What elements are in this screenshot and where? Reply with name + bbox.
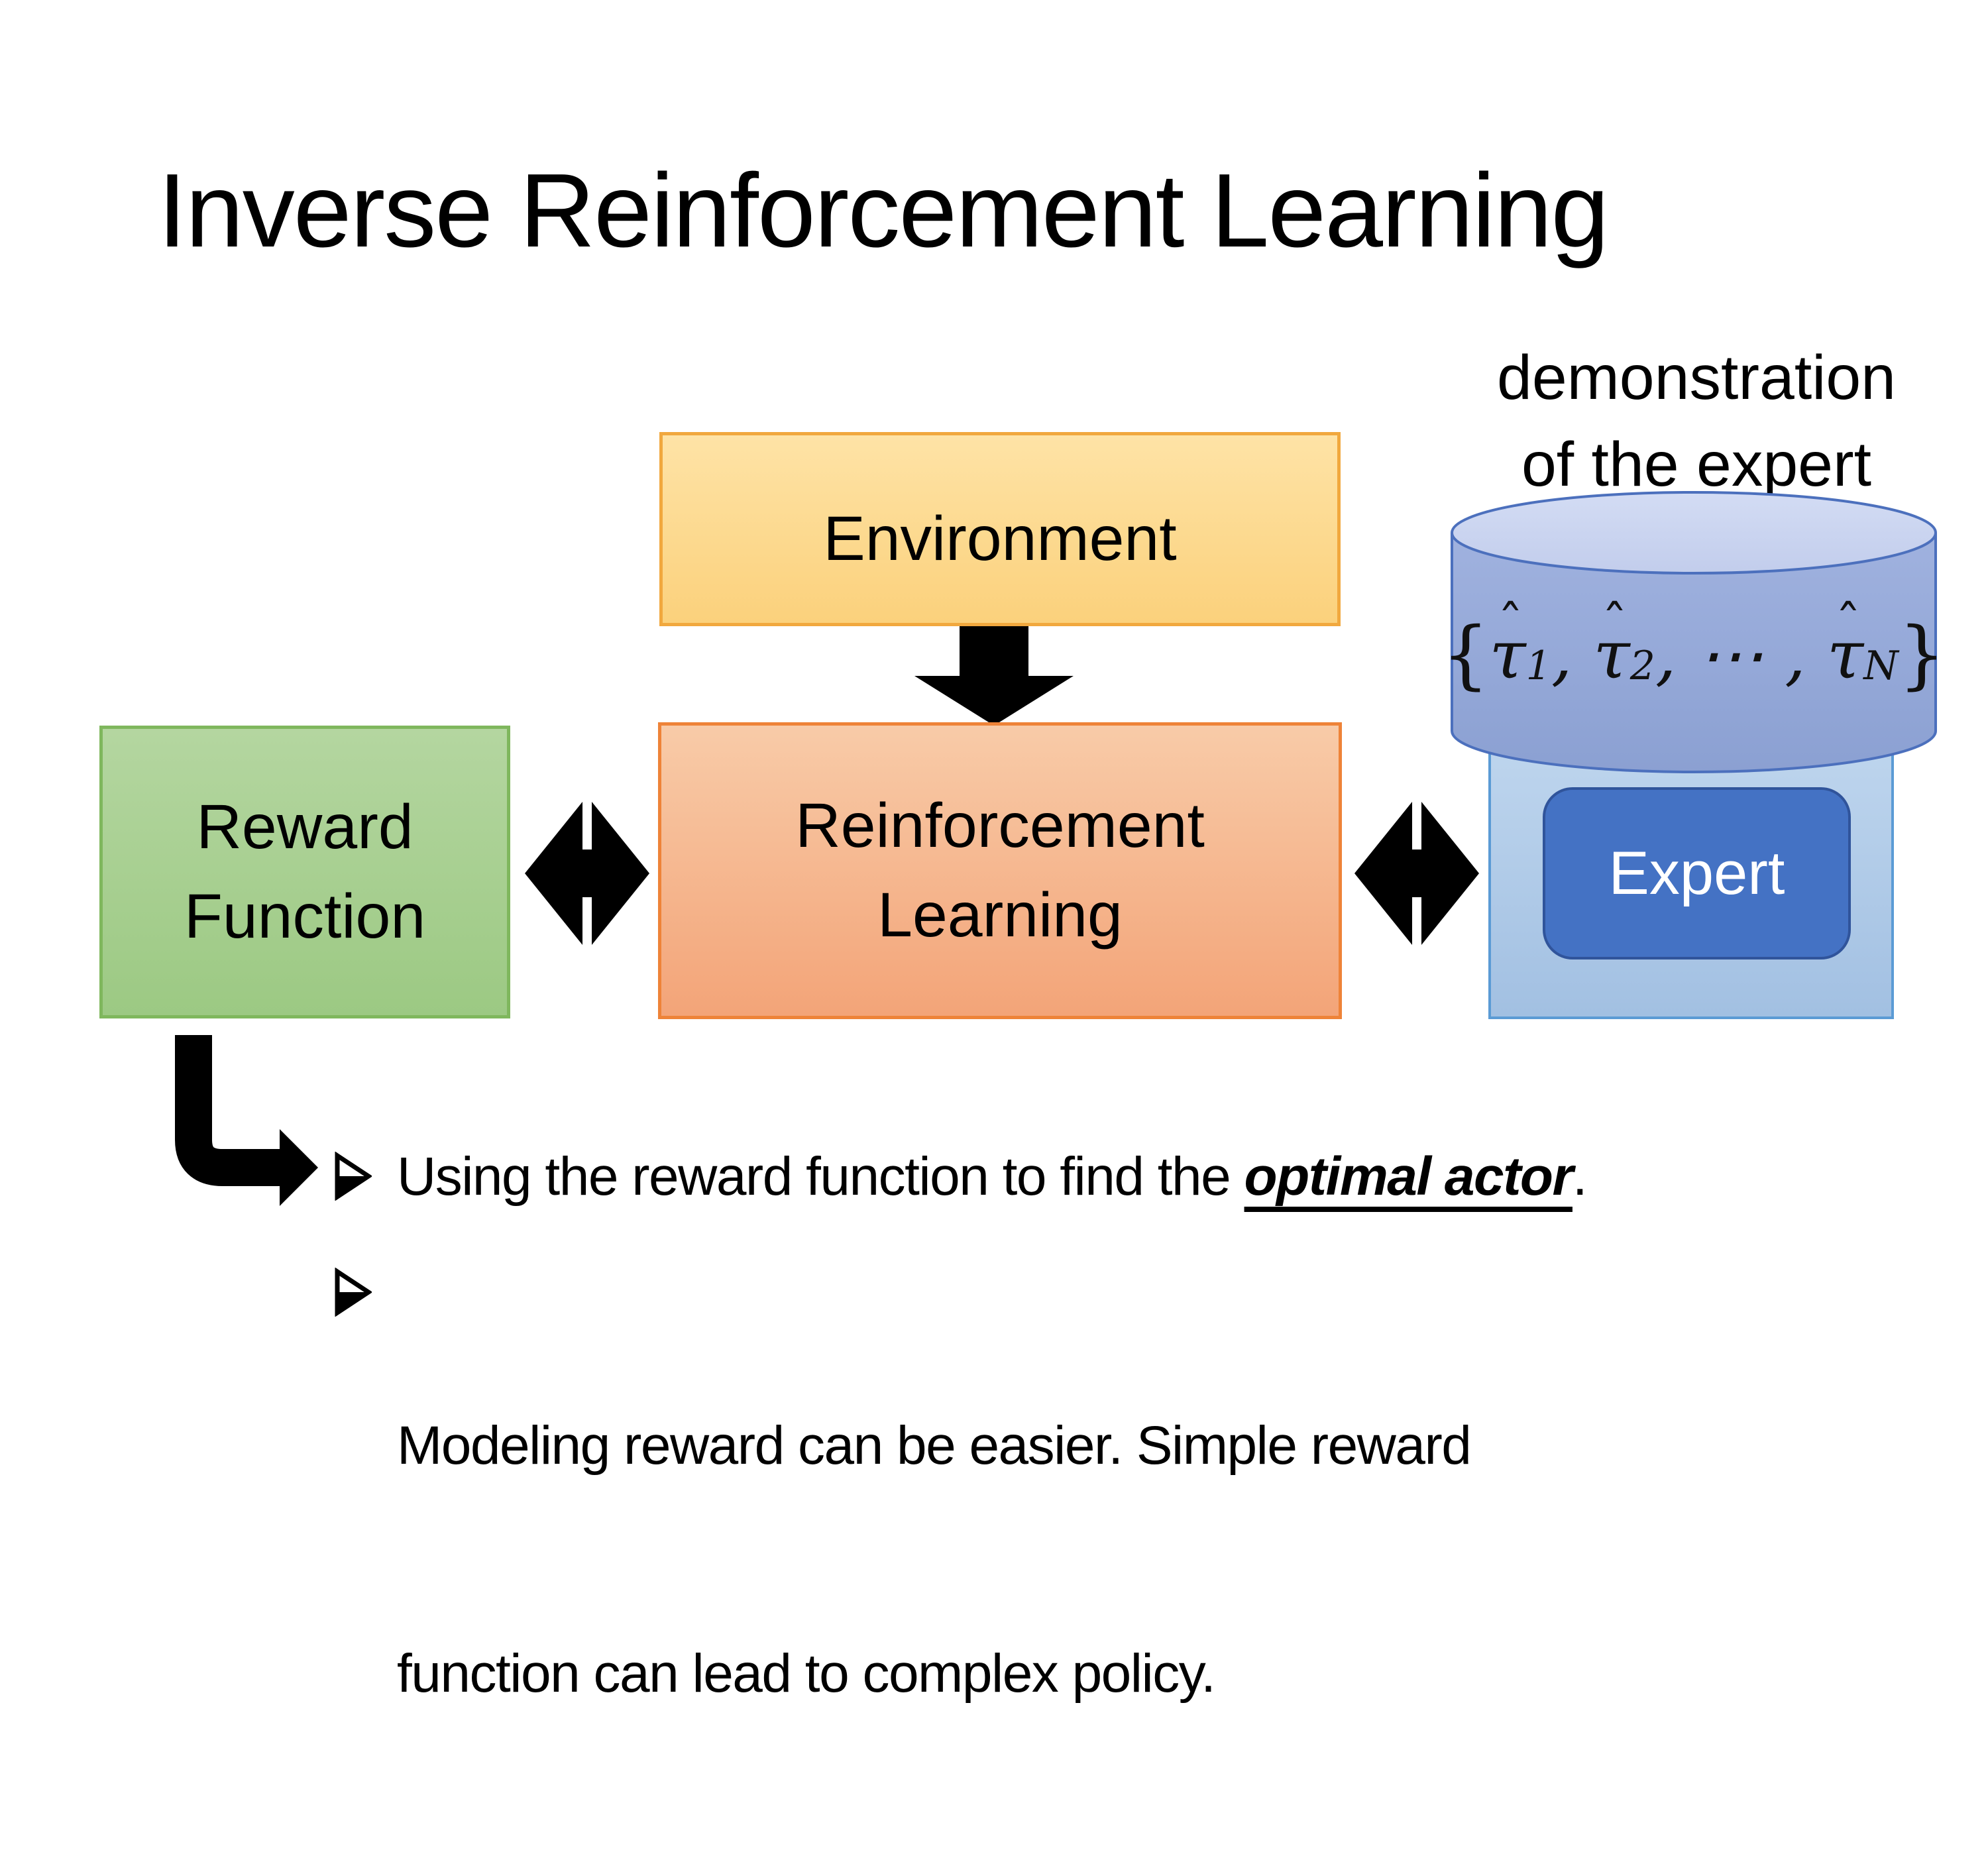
- environment-box: Environment: [659, 432, 1341, 626]
- right-double-arrow-icon: [1354, 802, 1479, 945]
- reward-function-box: Reward Function: [99, 726, 510, 1018]
- bullet-1-pre: Using the reward function to find the: [397, 1146, 1244, 1207]
- bullet-1-text: Using the reward function to find the op…: [397, 1146, 1588, 1207]
- left-double-arrow-icon: [525, 802, 649, 945]
- bullet-arrow-icon: [335, 1261, 373, 1337]
- bullet-2-line2: function can lead to complex policy.: [397, 1643, 1216, 1704]
- bullet-arrow-icon: [335, 1151, 373, 1213]
- elbow-arrow-icon: [175, 1035, 318, 1206]
- formula-sep-2: , ⋯ ,: [1655, 616, 1827, 694]
- bullet-item-1: Using the reward function to find the op…: [335, 1146, 1859, 1213]
- formula-close-brace: }: [1898, 612, 1946, 698]
- formula-sep-1: ,: [1551, 616, 1594, 694]
- reward-function-label-line1: Reward: [196, 792, 414, 863]
- slide: Inverse Reinforcement Learning demonstra…: [99, 152, 1975, 1704]
- environment-label: Environment: [823, 504, 1177, 575]
- bullet-2-line1: Modeling reward can be easier. Simple re…: [397, 1415, 1472, 1476]
- formula-open-brace: {: [1442, 612, 1490, 698]
- reinforcement-learning-label-line2: Learning: [877, 880, 1123, 950]
- emphasis-optimal-actor: optimal actor: [1244, 1146, 1574, 1207]
- down-arrow-icon: [914, 626, 1074, 726]
- bullet-2-text: Modeling reward can be easier. Simple re…: [397, 1256, 1472, 1864]
- bullet-1-post: .: [1572, 1146, 1588, 1207]
- expert-box: Expert: [1543, 787, 1851, 959]
- demonstration-label-line1: demonstration: [1496, 343, 1896, 413]
- reinforcement-learning-box: Reinforcement Learning: [658, 722, 1342, 1019]
- expert-label: Expert: [1608, 839, 1785, 907]
- reward-function-label-line2: Function: [184, 881, 426, 952]
- page-title: Inverse Reinforcement Learning: [158, 152, 1609, 269]
- reinforcement-learning-label-line1: Reinforcement: [795, 791, 1205, 861]
- demonstration-database-cylinder: [1451, 491, 1937, 773]
- demonstration-label: demonstration of the expert: [1418, 335, 1975, 508]
- demonstration-label-line2: of the expert: [1521, 429, 1872, 500]
- bullet-item-2: Modeling reward can be easier. Simple re…: [335, 1256, 1859, 1864]
